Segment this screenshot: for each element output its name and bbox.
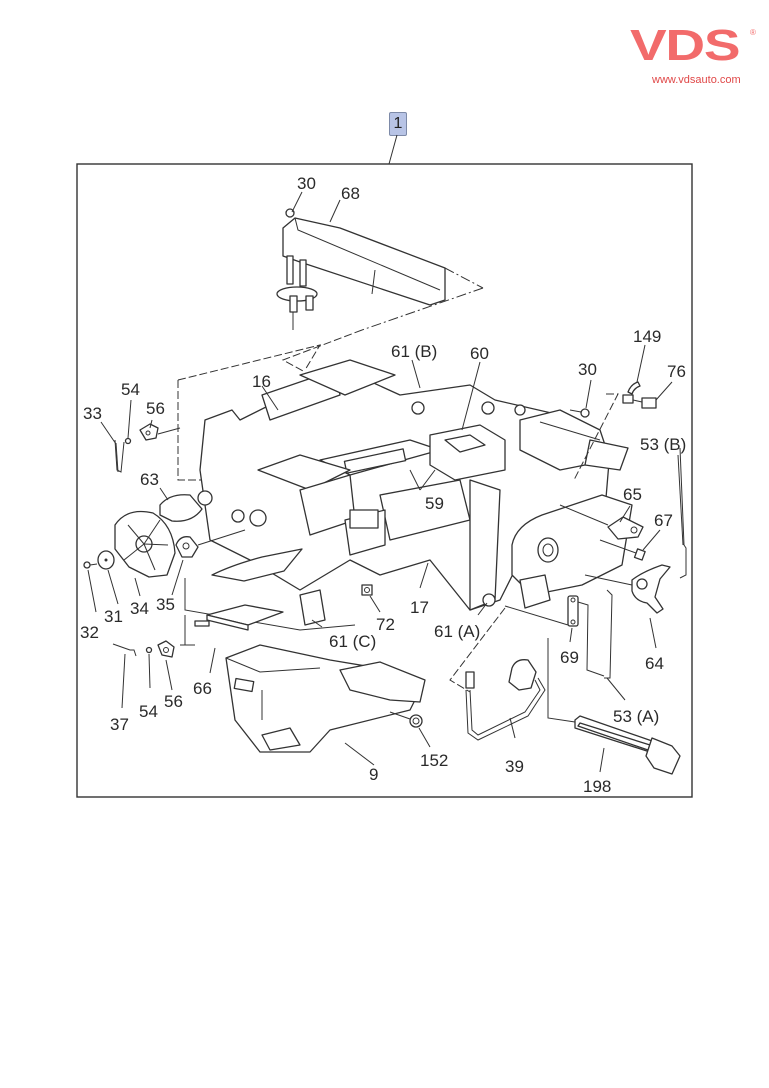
reference-leader-line bbox=[388, 134, 398, 165]
callout-35[interactable]: 35 bbox=[156, 595, 175, 614]
rod-53a[interactable] bbox=[604, 589, 613, 679]
callout-76[interactable]: 76 bbox=[667, 362, 686, 381]
callout-37[interactable]: 37 bbox=[110, 715, 129, 734]
grommet-61a-icon bbox=[482, 593, 496, 607]
nut-152[interactable] bbox=[409, 714, 423, 728]
callout-31[interactable]: 31 bbox=[104, 607, 123, 626]
callout-54-bottom[interactable]: 54 bbox=[139, 702, 158, 721]
callout-30-right[interactable]: 30 bbox=[578, 360, 597, 379]
rod-53b[interactable] bbox=[679, 447, 687, 579]
duct-61c[interactable] bbox=[184, 548, 356, 631]
diagram-frame bbox=[76, 163, 693, 798]
callout-198[interactable]: 198 bbox=[583, 777, 611, 796]
blower-housing-right[interactable] bbox=[511, 494, 633, 609]
callout-72[interactable]: 72 bbox=[376, 615, 395, 634]
callout-56-bottom[interactable]: 56 bbox=[164, 692, 183, 711]
lever-65[interactable] bbox=[607, 516, 644, 540]
lever-35[interactable] bbox=[175, 536, 199, 558]
callout-59[interactable]: 59 bbox=[425, 494, 444, 513]
callout-61b[interactable]: 61 (B) bbox=[391, 342, 437, 361]
lever-56-bottom[interactable] bbox=[157, 640, 175, 658]
sensor-149-76[interactable] bbox=[622, 381, 657, 409]
heater-core-upper[interactable] bbox=[276, 208, 446, 313]
callout-30-top[interactable]: 30 bbox=[297, 174, 316, 193]
callout-65[interactable]: 65 bbox=[623, 485, 642, 504]
callout-56-top[interactable]: 56 bbox=[146, 399, 165, 418]
registered-mark: ® bbox=[750, 28, 756, 37]
callout-34[interactable]: 34 bbox=[130, 599, 149, 618]
clip-54-top[interactable] bbox=[124, 437, 132, 445]
callout-67[interactable]: 67 bbox=[654, 511, 673, 530]
callout-152[interactable]: 152 bbox=[420, 751, 448, 770]
lever-69[interactable] bbox=[567, 595, 579, 627]
lower-case-9[interactable] bbox=[225, 644, 426, 753]
callout-66[interactable]: 66 bbox=[193, 679, 212, 698]
callout-53b[interactable]: 53 (B) bbox=[640, 435, 686, 454]
heater-unit-case[interactable] bbox=[199, 359, 629, 611]
clip-67[interactable] bbox=[633, 548, 646, 561]
callout-32[interactable]: 32 bbox=[80, 623, 99, 642]
callout-149[interactable]: 149 bbox=[633, 327, 661, 346]
logo-text: VDS bbox=[630, 21, 741, 70]
callout-54-top[interactable]: 54 bbox=[121, 380, 140, 399]
callout-61c[interactable]: 61 (C) bbox=[329, 632, 376, 651]
callout-53a[interactable]: 53 (A) bbox=[613, 707, 659, 726]
cam-64[interactable] bbox=[631, 564, 671, 614]
screw-30-right[interactable] bbox=[569, 408, 590, 418]
rod-37[interactable] bbox=[112, 643, 137, 657]
assembly-reference-box[interactable]: 1 bbox=[389, 112, 407, 136]
callout-69[interactable]: 69 bbox=[560, 648, 579, 667]
callout-16[interactable]: 16 bbox=[252, 372, 271, 391]
callout-60[interactable]: 60 bbox=[470, 344, 489, 363]
actuator-motor-34[interactable] bbox=[114, 510, 176, 578]
clip-54-bottom[interactable] bbox=[145, 646, 153, 654]
resistor-198[interactable] bbox=[574, 715, 681, 775]
nut-72[interactable] bbox=[361, 584, 373, 596]
callout-64[interactable]: 64 bbox=[645, 654, 664, 673]
link-63[interactable] bbox=[159, 490, 267, 527]
filter-66[interactable] bbox=[194, 604, 284, 631]
lever-56-top[interactable] bbox=[139, 423, 159, 441]
vds-logo: VDS ® www.vdsauto.com bbox=[628, 22, 758, 88]
callout-61a[interactable]: 61 (A) bbox=[434, 622, 480, 641]
website-url: www.vdsauto.com bbox=[652, 74, 741, 86]
callout-17[interactable]: 17 bbox=[410, 598, 429, 617]
screw-32[interactable] bbox=[83, 561, 98, 569]
callout-68[interactable]: 68 bbox=[341, 184, 360, 203]
aspirator-hose-39[interactable] bbox=[465, 659, 546, 741]
gear-31[interactable] bbox=[97, 550, 115, 570]
callout-63[interactable]: 63 bbox=[140, 470, 159, 489]
rod-33[interactable] bbox=[114, 439, 125, 473]
callout-33[interactable]: 33 bbox=[83, 404, 102, 423]
callout-39[interactable]: 39 bbox=[505, 757, 524, 776]
callout-9[interactable]: 9 bbox=[369, 765, 378, 784]
